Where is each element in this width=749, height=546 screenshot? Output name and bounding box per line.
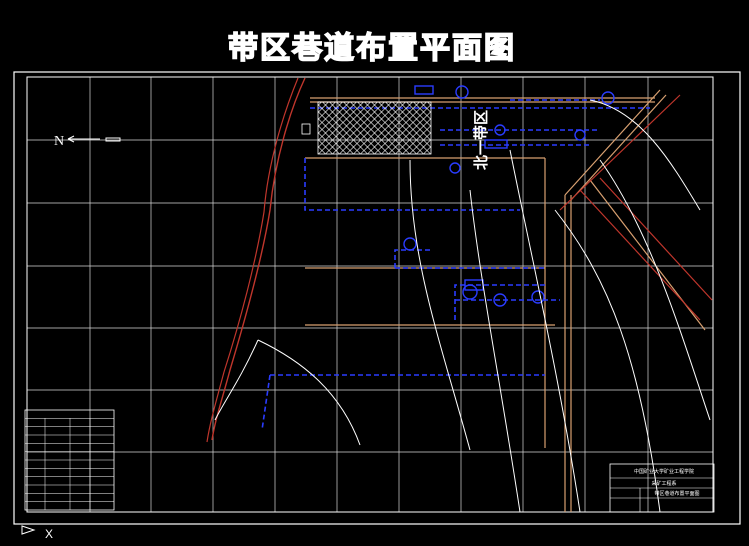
ucs-x-label: X xyxy=(45,527,53,541)
title-block-line1: 中国矿业大学矿业工程学院 xyxy=(634,468,694,475)
north-arrow-icon xyxy=(67,135,121,143)
legend-table xyxy=(24,409,115,511)
small-marker-box xyxy=(301,123,311,135)
red-boundary-line-2 xyxy=(206,77,299,443)
red-east-roadways xyxy=(559,94,713,321)
zone-label: 北一带区 xyxy=(472,110,490,170)
drawing-title: 带区巷道布置平面图 xyxy=(228,31,516,66)
blue-equipment-symbols xyxy=(403,85,615,307)
title-block-line3: 带区巷道布置平面图 xyxy=(654,490,699,497)
north-label: N xyxy=(54,134,64,149)
contour-lines xyxy=(214,99,711,513)
gob-hatched-area xyxy=(317,101,432,155)
title-block-line2: 采矿工程系 xyxy=(651,480,676,487)
ucs-icon xyxy=(21,525,36,535)
coordinate-grid xyxy=(26,76,714,513)
sheet-outer-frame xyxy=(13,71,741,525)
red-boundary-line xyxy=(211,77,306,441)
title-block: 中国矿业大学矿业工程学院 采矿工程系 带区巷道布置平面图 xyxy=(609,463,715,513)
